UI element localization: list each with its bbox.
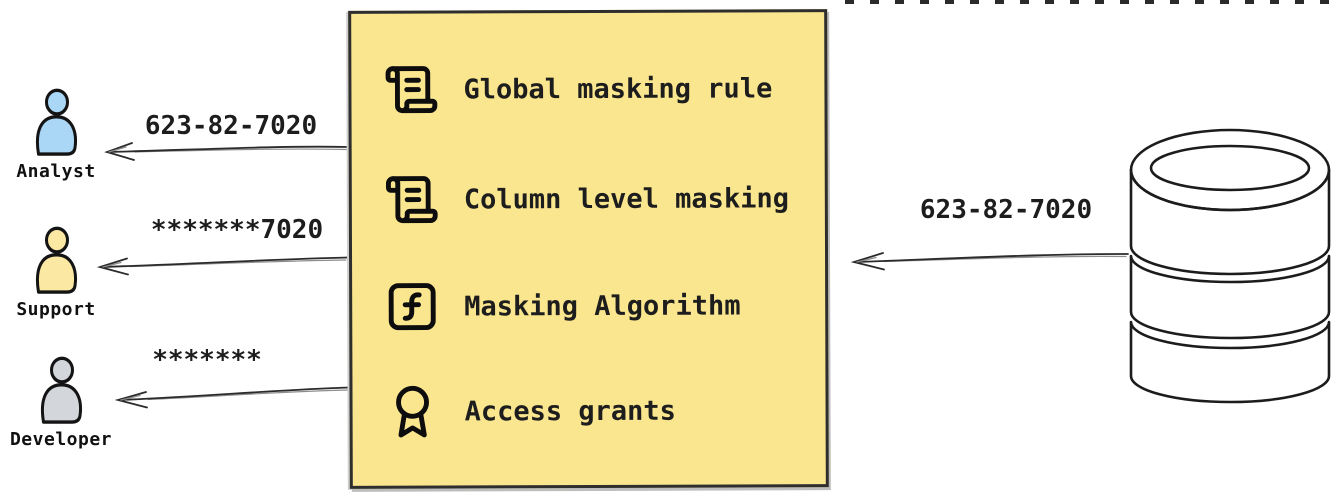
user-developer-label: Developer [9, 429, 113, 450]
masking-box-row-global-rule: Global masking rule [383, 56, 772, 121]
developer-value-label: ******* [152, 345, 262, 375]
masking-box-item-label: Global masking rule [463, 72, 773, 105]
masking-box-item-label: Access grants [464, 395, 676, 427]
user-support-label: Support [16, 299, 96, 320]
arrow-database-to-box [850, 252, 1129, 271]
database-value-label: 623-82-7020 [919, 195, 1093, 225]
user-analyst: Analyst [16, 88, 95, 182]
award-icon [396, 385, 429, 438]
user-developer: Developer [10, 356, 112, 450]
masking-policy-box: Global masking rule Column level masking… [348, 9, 829, 489]
top-dashed-line [845, 0, 1340, 4]
database-icon [1129, 128, 1331, 404]
arrow-to-analyst [104, 142, 350, 161]
arrow-to-support [96, 256, 349, 276]
scroll-icon [385, 176, 438, 224]
person-icon [36, 226, 78, 294]
analyst-value-label: 623-82-7020 [144, 111, 318, 141]
masking-box-row-column-masking: Column level masking [384, 166, 789, 231]
masking-box-item-label: Column level masking [463, 182, 789, 215]
support-value-label: *******7020 [150, 215, 324, 245]
function-icon [388, 283, 436, 331]
person-icon [41, 356, 83, 424]
masking-box-row-access-grants: Access grants [384, 379, 676, 444]
user-support: Support [16, 226, 95, 320]
scroll-icon [385, 66, 438, 114]
masking-box-item-label: Masking Algorithm [464, 289, 741, 322]
arrow-to-developer [114, 386, 351, 409]
user-analyst-label: Analyst [16, 161, 96, 182]
masking-box-row-algorithm: Masking Algorithm [384, 273, 741, 338]
person-icon [36, 88, 78, 156]
